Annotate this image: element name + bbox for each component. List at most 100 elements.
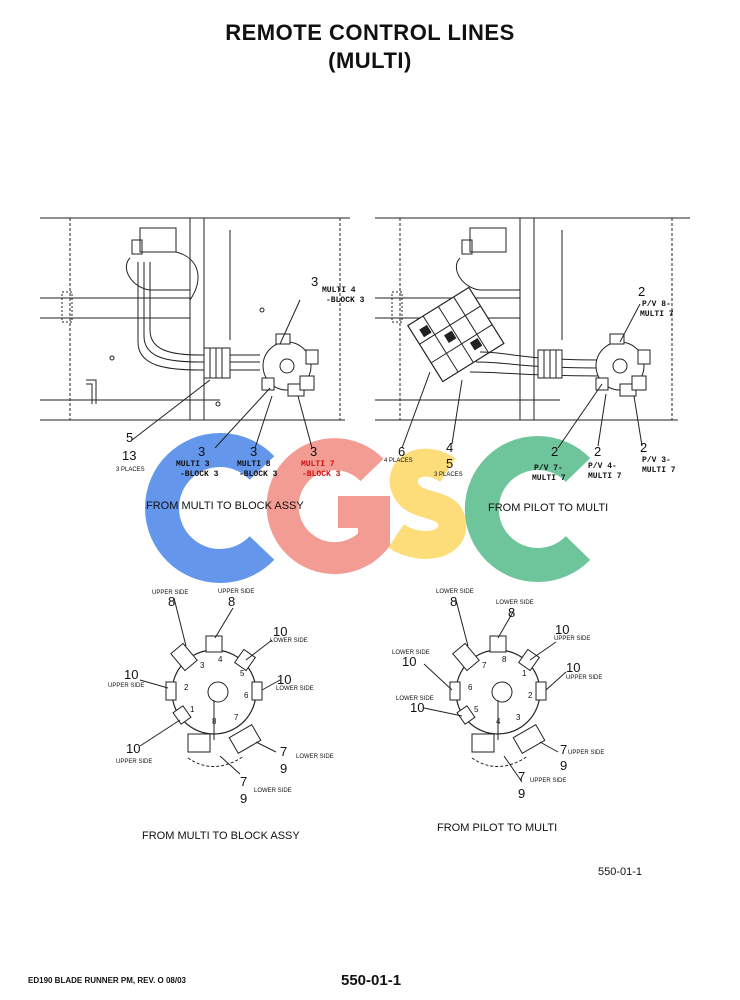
br-callout-7-b: 7: [518, 769, 525, 784]
br-label-upper-side-3: UPPER SIDE: [568, 750, 604, 756]
tr-pv4-line1: P/V 4-: [588, 462, 617, 471]
tl-multi3-line1: MULTI 3: [176, 460, 210, 469]
br-port-4: 6: [468, 683, 473, 692]
bl-port-numbers: 4 3 5 2 6 1 8 7: [184, 655, 249, 726]
bl-label-upper-side-4: UPPER SIDE: [116, 759, 152, 765]
bottom-left-labels: UPPER SIDE 8 UPPER SIDE 8 10 LOWER SIDE …: [108, 589, 334, 806]
caption-top-right: FROM PILOT TO MULTI: [488, 502, 609, 514]
tl-callout-3-a: 3: [198, 444, 205, 459]
bl-port-8: 7: [234, 713, 239, 722]
tl-multi4-line1: MULTI 4: [322, 286, 356, 295]
watermark: [145, 433, 591, 583]
tl-callout-3-c: 3: [310, 444, 317, 459]
bl-callout-10-d: 10: [126, 741, 140, 756]
tr-pv7-line1: P/V 7-: [534, 464, 563, 473]
bl-label-lower-side-4: LOWER SIDE: [254, 788, 292, 794]
tl-callout-3-b: 3: [250, 444, 257, 459]
caption-top-left: FROM MULTI TO BLOCK ASSY: [146, 500, 304, 512]
figure-number: 550-01-1: [598, 866, 643, 878]
bl-callout-8-b: 8: [228, 594, 235, 609]
br-callout-10-b: 10: [402, 654, 416, 669]
bl-label-lower-side-3: LOWER SIDE: [296, 754, 334, 760]
br-callout-7-a: 7: [560, 742, 567, 757]
top-left-labels: 3 MULTI 4 -BLOCK 3 5 13 3 PLACES 3 MULTI…: [116, 274, 365, 479]
tr-callout-2-a: 2: [551, 444, 558, 459]
tl-multi8-line1: MULTI 8: [237, 460, 271, 469]
bl-port-2: 3: [200, 661, 205, 670]
bl-label-lower-side-2: LOWER SIDE: [276, 686, 314, 692]
bl-callout-8-a: 8: [168, 594, 175, 609]
br-port-6: 5: [474, 705, 479, 714]
footer-page-number: 550-01-1: [341, 972, 402, 989]
watermark-g: [266, 438, 390, 575]
tl-multi7-line1: MULTI 7: [301, 460, 335, 469]
caption-bottom-left: FROM MULTI TO BLOCK ASSY: [142, 830, 300, 842]
bl-callout-7-b: 7: [240, 774, 247, 789]
bl-port-3: 5: [240, 669, 245, 678]
tr-pv8-line1: P/V 8-: [642, 300, 671, 309]
br-label-lower-side-3: LOWER SIDE: [392, 650, 430, 656]
tr-places3: 3 PLACES: [434, 472, 463, 478]
bl-callout-9-b: 9: [240, 791, 247, 806]
caption-bottom-right: FROM PILOT TO MULTI: [437, 822, 558, 834]
bl-callout-10-c: 10: [124, 667, 138, 682]
bottom-right-figure: [423, 599, 567, 783]
br-callout-10-d: 10: [410, 700, 424, 715]
bl-callout-10-a: 10: [273, 624, 287, 639]
tl-multi7-line2: -BLOCK 3: [302, 470, 341, 479]
bl-label-upper-side-3: UPPER SIDE: [108, 683, 144, 689]
bl-port-6: 1: [190, 705, 195, 714]
tr-callout-2-b: 2: [594, 444, 601, 459]
br-port-1: 7: [482, 661, 487, 670]
br-label-upper-side-2: UPPER SIDE: [566, 675, 602, 681]
bottom-right-labels: LOWER SIDE 8 LOWER SIDE 8 10 UPPER SIDE …: [392, 589, 604, 801]
tr-pv4-line2: MULTI 7: [588, 472, 622, 481]
top-right-figure: [375, 217, 690, 449]
tr-pv8-line2: MULTI 7: [640, 310, 674, 319]
br-callout-10-c: 10: [566, 660, 580, 675]
br-label-upper-side-1: UPPER SIDE: [554, 636, 590, 642]
bl-port-1: 4: [218, 655, 223, 664]
br-port-3: 1: [522, 669, 527, 678]
watermark-s: [388, 448, 467, 559]
br-callout-8-b: 8: [508, 605, 515, 620]
bl-label-upper-side-1: UPPER SIDE: [152, 590, 188, 596]
br-port-5: 2: [528, 691, 533, 700]
br-label-lower-side-4: LOWER SIDE: [396, 696, 434, 702]
bl-callout-9-a: 9: [280, 761, 287, 776]
bl-label-lower-side-1: LOWER SIDE: [270, 638, 308, 644]
tr-callout-4: 4: [446, 440, 453, 455]
tr-callout-6: 6: [398, 444, 405, 459]
br-port-numbers: 7 8 1 6 2 5 4 3: [468, 655, 533, 726]
tr-callout-5: 5: [446, 456, 453, 471]
tl-multi8-line2: -BLOCK 3: [239, 470, 278, 479]
bottom-left-figure: [139, 597, 281, 775]
br-callout-10-a: 10: [555, 622, 569, 637]
br-port-7: 4: [496, 717, 501, 726]
tr-places4: 4 PLACES: [384, 458, 413, 464]
bl-callout-7-a: 7: [280, 744, 287, 759]
br-port-8: 3: [516, 713, 521, 722]
page-title: REMOTE CONTROL LINES: [225, 20, 515, 45]
tl-multi4-line2: -BLOCK 3: [326, 296, 365, 305]
br-callout-9-a: 9: [560, 758, 567, 773]
bl-callout-10-b: 10: [277, 672, 291, 687]
bl-port-5: 6: [244, 691, 249, 700]
tl-multi3-line2: -BLOCK 3: [180, 470, 219, 479]
page-subtitle: (MULTI): [328, 48, 412, 73]
br-label-upper-side-4: UPPER SIDE: [530, 778, 566, 784]
tl-callout-3-top: 3: [311, 274, 318, 289]
br-port-2: 8: [502, 655, 507, 664]
br-callout-9-b: 9: [518, 786, 525, 801]
br-callout-8-a: 8: [450, 594, 457, 609]
watermark-c1: [145, 433, 275, 583]
top-left-figure: [40, 217, 350, 449]
top-right-labels: 2 P/V 8- MULTI 7 6 4 PLACES 4 5 3 PLACES…: [384, 284, 676, 483]
footer-document-id: ED190 BLADE RUNNER PM, REV. O 08/03: [28, 976, 186, 985]
tr-pv3-line1: P/V 3-: [642, 456, 671, 465]
watermark-c2: [464, 436, 591, 582]
tr-callout-2-top: 2: [638, 284, 645, 299]
tl-places: 3 PLACES: [116, 467, 145, 473]
bl-label-upper-side-2: UPPER SIDE: [218, 589, 254, 595]
